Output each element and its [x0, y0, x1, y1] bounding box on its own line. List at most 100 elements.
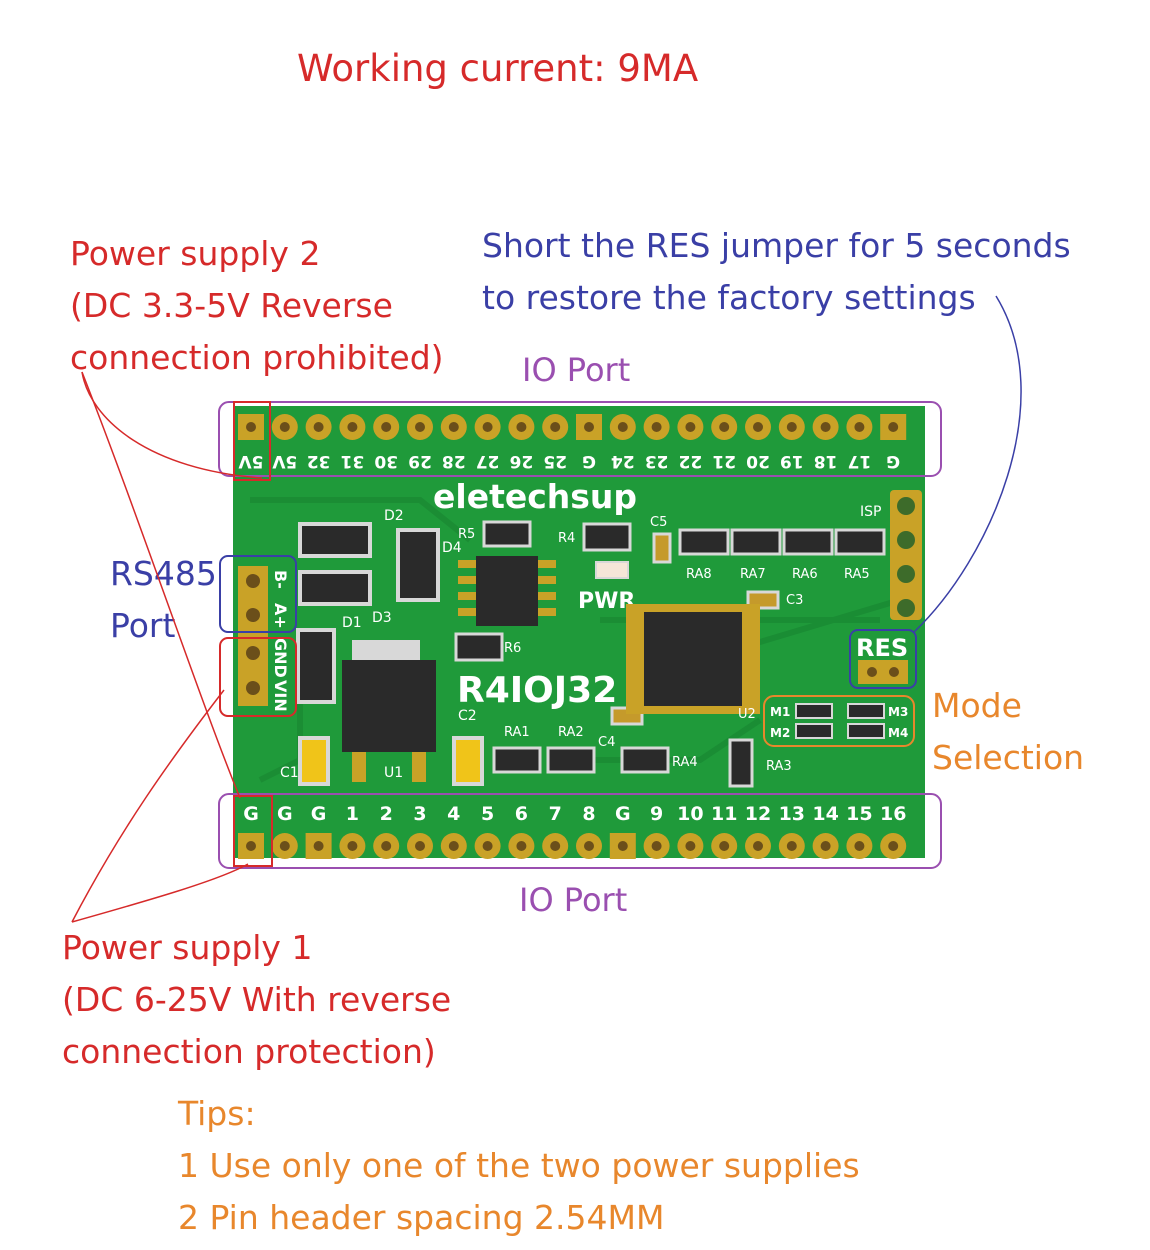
- bottom-pin-label: 11: [711, 803, 737, 825]
- isp-pad: [897, 497, 915, 515]
- capacitor-c1: [298, 736, 330, 786]
- mcu-u2-chip: [644, 612, 742, 706]
- ra7-label: RA7: [740, 567, 766, 582]
- c1-label: C1: [280, 765, 299, 781]
- top-pin-label: 21: [712, 451, 736, 471]
- top-pin-hole: [854, 422, 865, 432]
- bottom-pin-hole: [617, 841, 628, 851]
- top-pin-label: 32: [307, 451, 331, 471]
- isp-pad: [897, 531, 915, 549]
- power-vin-frame: [219, 637, 297, 717]
- c3-label: C3: [786, 593, 803, 608]
- top-pin-hole: [550, 422, 561, 432]
- m2-label: M2: [770, 726, 790, 740]
- bottom-pin-label: 5: [481, 803, 494, 825]
- top-pin-hole: [279, 422, 290, 432]
- capacitor-c2: [452, 736, 484, 786]
- top-pin-label: G: [582, 451, 596, 471]
- ra2-label: RA2: [558, 725, 584, 740]
- isp-silkscreen: ISP: [860, 504, 881, 520]
- resistor-r6: [454, 632, 504, 662]
- annotation-frames: [218, 401, 942, 869]
- bottom-pin-label: 3: [413, 803, 426, 825]
- top-pin-hole: [685, 422, 696, 432]
- bottom-pin-hole: [415, 841, 425, 851]
- res-note: Short the RES jumper for 5 seconds to re…: [482, 220, 1071, 324]
- bottom-pin-label: G: [615, 803, 631, 825]
- power-supply-2-line-1: Power supply 2: [70, 234, 321, 273]
- bottom-pin-label: 14: [812, 803, 838, 825]
- diode-d2-body: [298, 522, 372, 558]
- bottom-pin-hole: [313, 841, 324, 851]
- top-pin-label: 28: [442, 451, 466, 471]
- left-pin-pad: [246, 646, 260, 660]
- power-supply-1-line-2: (DC 6-25V With reverse: [62, 980, 452, 1019]
- pin-label-gnd: GND: [271, 638, 290, 678]
- m3-label: M3: [888, 705, 908, 719]
- r6-label: R6: [504, 641, 521, 656]
- title-working-current: Working current: 9MA: [297, 47, 699, 90]
- bottom-pin-hole: [279, 841, 290, 851]
- top-pin-label: 23: [645, 451, 669, 471]
- bottom-pin-label: 8: [582, 803, 595, 825]
- bottom-pin-hole: [753, 841, 763, 851]
- top-pin-hole: [347, 422, 358, 432]
- power-1-frame: [233, 795, 273, 867]
- pin-label-b-minus: B-: [271, 570, 290, 589]
- top-pin-hole: [313, 422, 324, 432]
- top-pin-label: 20: [746, 451, 770, 471]
- tips-block: Tips: 1 Use only one of the two power su…: [178, 1088, 860, 1244]
- tips-heading: Tips:: [178, 1094, 256, 1133]
- brand-silkscreen: eletechsup: [433, 477, 637, 516]
- top-pin-label: 25: [543, 451, 567, 471]
- res-pad: [889, 667, 899, 677]
- bottom-pin-hole: [482, 841, 493, 851]
- top-pin-label: 17: [848, 451, 872, 471]
- diode-d1-body: [296, 628, 336, 704]
- res-leader: [913, 295, 1022, 633]
- top-pin-hole: [617, 422, 628, 432]
- top-pin-hole: [482, 422, 493, 432]
- leader-lines: [71, 295, 1022, 923]
- resistor-arrays-top: [678, 528, 886, 556]
- top-pin-hole: [753, 422, 763, 432]
- isp-pad: [897, 599, 915, 617]
- bottom-pin-hole: [820, 841, 831, 851]
- top-pin-label: G: [886, 451, 900, 471]
- bottom-pin-hole: [719, 841, 730, 851]
- bottom-pin-label: G: [277, 803, 293, 825]
- d4-label: D4: [442, 540, 462, 556]
- bottom-pin-label: 9: [650, 803, 663, 825]
- power-2-leader-b: [81, 371, 241, 799]
- bottom-pin-hole: [888, 841, 899, 851]
- top-pin-hole: [820, 422, 831, 432]
- bottom-pin-hole: [854, 841, 865, 851]
- pin-label-a-plus: A+: [271, 603, 290, 629]
- bottom-pin-hole: [550, 841, 561, 851]
- top-pin-label: 26: [510, 451, 534, 471]
- rs485-frame: [219, 555, 297, 633]
- diode-d3-body: [298, 570, 372, 606]
- top-pin-label: 27: [476, 451, 500, 471]
- power-supply-1-note: Power supply 1 (DC 6-25V With reverse co…: [62, 922, 451, 1078]
- model-silkscreen: R4IOJ32: [457, 670, 617, 711]
- io-port-bottom-label: IO Port: [519, 881, 628, 919]
- bottom-pin-header: [238, 833, 907, 859]
- io-port-bottom-frame: [218, 793, 942, 869]
- regulator-leg: [352, 752, 366, 782]
- d2-label: D2: [384, 508, 404, 524]
- top-pin-hole: [584, 422, 594, 432]
- pin-label-vin: VIN: [271, 680, 290, 712]
- r4-label: R4: [558, 531, 575, 546]
- top-pin-hole: [786, 422, 797, 432]
- power-2-leader-a: [81, 371, 263, 479]
- rs485-line-1: RS485: [110, 554, 217, 593]
- top-pin-hole: [516, 422, 527, 432]
- res-note-line-2: to restore the factory settings: [482, 278, 976, 317]
- resistor-r4: [582, 522, 632, 552]
- mode-frame: [763, 695, 915, 747]
- top-pin-label: 31: [341, 451, 365, 471]
- res-jumper: [858, 660, 908, 684]
- soic-chip: [476, 556, 538, 626]
